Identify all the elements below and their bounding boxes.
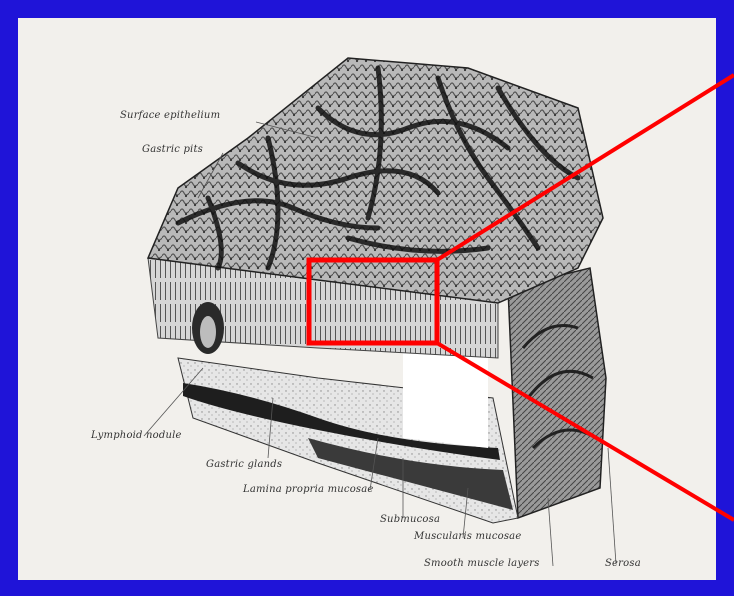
highlight-box bbox=[309, 260, 437, 343]
zoom-line-bottom bbox=[437, 343, 734, 520]
zoom-line-top bbox=[437, 75, 734, 260]
